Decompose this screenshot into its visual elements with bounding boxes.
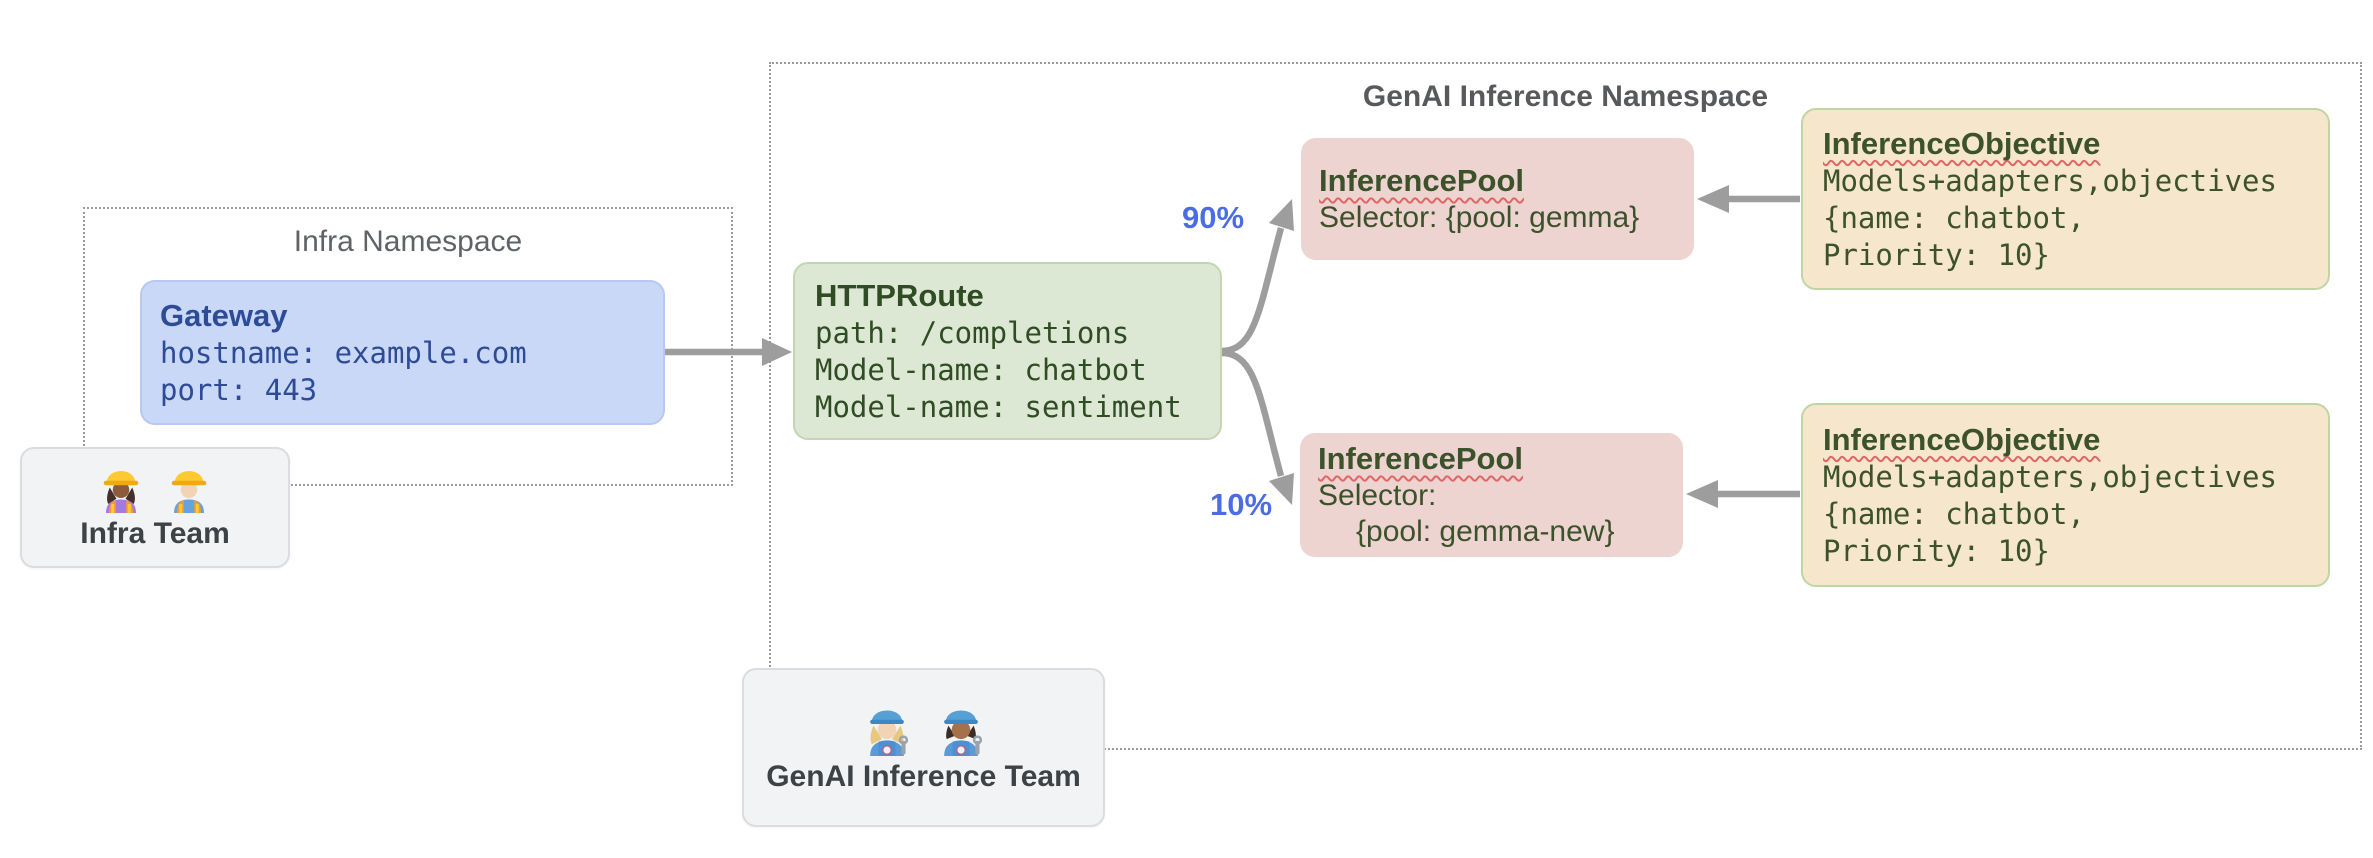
traffic-percent-10: 10% <box>1209 487 1273 522</box>
genai-team-label: GenAI Inference Team <box>766 759 1081 793</box>
inference-objective-bottom-models-line: Models+adapters,objectives <box>1823 459 2277 494</box>
genai-team-card: GenAI Inference Team <box>742 668 1105 827</box>
httproute-path-line: path: /completions <box>815 315 1130 350</box>
inference-pool-top-selector-line: Selector: {pool: gemma} <box>1319 201 1640 234</box>
inference-objective-bottom-priority-line: Priority: 10} <box>1823 533 2050 568</box>
inference-pool-top-node: InferencePool Selector: {pool: gemma} <box>1301 138 1694 260</box>
inference-objective-top-title: InferenceObjective <box>1823 125 2101 161</box>
inference-objective-bottom-name-line: {name: chatbot, <box>1823 496 2085 531</box>
infra-team-card: Infra Team <box>20 447 290 568</box>
infra-namespace-title: Infra Namespace <box>293 225 523 258</box>
inference-objective-top-priority-line: Priority: 10} <box>1823 237 2050 272</box>
infra-namespace-container: Infra Namespace <box>83 207 733 486</box>
man-construction-worker-icon <box>171 470 207 513</box>
gateway-line-1: port: 443 <box>160 372 318 407</box>
infra-team-icons <box>97 465 213 513</box>
inference-pool-top-title: InferencePool <box>1319 163 1524 198</box>
traffic-percent-90: 90% <box>1181 200 1245 235</box>
httproute-model-sentiment-line: Model-name: sentiment <box>815 389 1182 424</box>
infra-team-label: Infra Team <box>80 516 230 550</box>
inference-pool-bottom-title: InferencePool <box>1318 441 1523 476</box>
genai-namespace-title: GenAI Inference Namespace <box>1362 80 1769 113</box>
inference-objective-bottom-title: InferenceObjective <box>1823 421 2101 457</box>
inference-objective-top-models-line: Models+adapters,objectives <box>1823 163 2277 198</box>
gateway-title: Gateway <box>160 297 288 333</box>
inference-objective-top-node: InferenceObjective Models+adapters,objec… <box>1801 108 2330 290</box>
genai-namespace-container: GenAI Inference Namespace <box>769 62 2362 750</box>
woman-mechanic-icon <box>869 709 908 756</box>
inference-objective-top-name-line: {name: chatbot, <box>1823 200 2085 235</box>
gateway-line-0: hostname: example.com <box>160 335 527 370</box>
inference-pool-bottom-pool-line: {pool: gemma-new} <box>1356 515 1615 548</box>
genai-team-icons <box>860 702 988 756</box>
woman-construction-worker-icon <box>103 470 139 513</box>
inference-pool-bottom-selector-line: Selector: <box>1318 479 1437 512</box>
inference-objective-bottom-node: InferenceObjective Models+adapters,objec… <box>1801 403 2330 587</box>
httproute-node: HTTPRoute path: /completions Model-name:… <box>793 262 1222 440</box>
httproute-title: HTTPRoute <box>815 277 984 313</box>
inference-pool-bottom-node: InferencePool Selector: {pool: gemma-new… <box>1300 433 1683 557</box>
httproute-model-chatbot-line: Model-name: chatbot <box>815 352 1147 387</box>
man-mechanic-icon <box>943 709 982 756</box>
